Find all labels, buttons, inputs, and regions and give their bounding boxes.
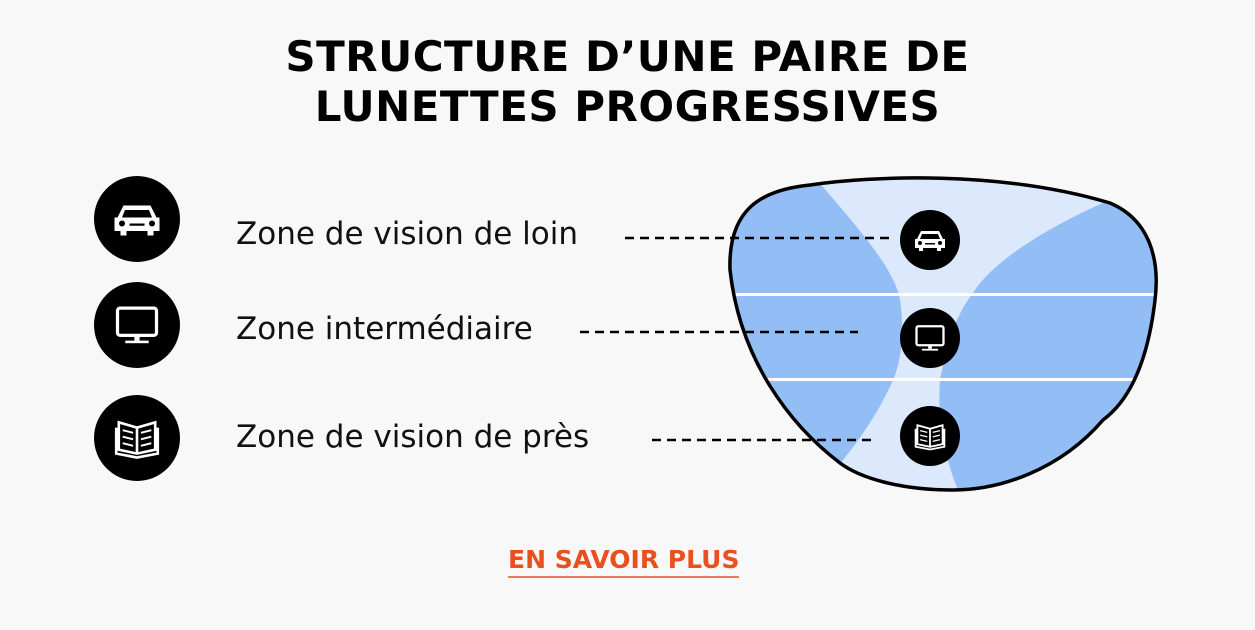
- book-icon: [94, 395, 180, 481]
- lens-book-icon: [900, 406, 960, 466]
- car-icon: [94, 176, 180, 262]
- zone-label-far: Zone de vision de loin: [236, 216, 579, 252]
- page-title: STRUCTURE D’UNE PAIRE DE LUNETTES PROGRE…: [0, 32, 1255, 132]
- monitor-icon: [94, 282, 180, 368]
- title-line-2: LUNETTES PROGRESSIVES: [314, 82, 941, 131]
- lens-car-icon: [900, 210, 960, 270]
- learn-more-link[interactable]: EN SAVOIR PLUS: [508, 545, 740, 578]
- title-line-1: STRUCTURE D’UNE PAIRE DE: [285, 32, 970, 81]
- lens-monitor-icon: [900, 308, 960, 368]
- zone-label-intermediate: Zone intermédiaire: [236, 311, 533, 347]
- zone-label-near: Zone de vision de près: [236, 419, 590, 455]
